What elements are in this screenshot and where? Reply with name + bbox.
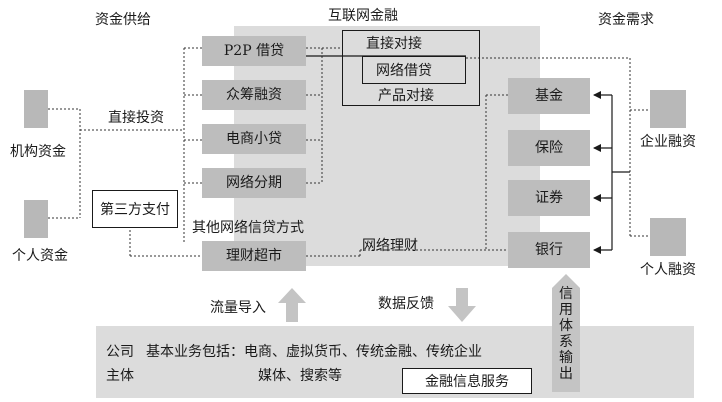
insurance-label: 保险 (535, 140, 563, 156)
securities-label: 证券 (535, 190, 563, 206)
feedback-down-arrow (448, 288, 476, 322)
business-line-1: 基本业务包括：电商、虚拟货币、传统金融、传统企业 (146, 344, 482, 360)
fund-box: 基金 (508, 78, 590, 114)
insurance-box: 保险 (508, 130, 590, 166)
data-feedback-label: 数据反馈 (378, 296, 434, 312)
third-party-payment-label: 第三方支付 (100, 202, 170, 218)
direct-investment-label: 直接投资 (108, 110, 164, 126)
product-connect-label: 产品对接 (378, 88, 434, 104)
info-service-label: 金融信息服务 (425, 374, 509, 390)
direct-connect-label: 直接对接 (366, 36, 422, 52)
wealth-market-box: 理财超市 (202, 241, 306, 271)
demand-header: 资金需求 (598, 12, 654, 28)
subject-label: 主体 (106, 368, 134, 384)
credit-output-label: 信用体系输出 (559, 286, 573, 382)
business-line-2: 媒体、搜索等 (258, 368, 342, 384)
ecommerce-loan-label: 电商小贷 (226, 131, 282, 147)
personal-financing-square (650, 218, 686, 256)
online-lending-inner-box (362, 56, 466, 84)
online-lending-label: 网络借贷 (376, 63, 432, 79)
direct-connect-outer-box (342, 30, 480, 106)
installment-box: 网络分期 (202, 168, 306, 198)
supply-header: 资金供给 (95, 12, 151, 28)
institution-fund-square (24, 90, 48, 128)
fund-label: 基金 (535, 88, 563, 104)
personal-fund-square (24, 200, 48, 238)
securities-box: 证券 (508, 180, 590, 216)
info-service-box: 金融信息服务 (402, 368, 532, 394)
enterprise-financing-square (650, 90, 686, 128)
bank-box: 银行 (508, 232, 590, 268)
traffic-up-arrow (278, 288, 306, 322)
p2p-label: P2P 借贷 (223, 43, 285, 59)
wealth-market-label: 理财超市 (226, 248, 282, 264)
bank-label: 银行 (535, 242, 563, 258)
installment-label: 网络分期 (226, 175, 282, 191)
crowdfunding-box: 众筹融资 (202, 80, 306, 110)
company-label: 公司 (106, 344, 134, 360)
enterprise-financing-label: 企业融资 (640, 134, 696, 150)
third-party-payment-box: 第三方支付 (92, 190, 178, 228)
personal-fund-label: 个人资金 (12, 248, 68, 264)
bottom-company-region (96, 326, 694, 398)
platform-header: 互联网金融 (328, 8, 398, 24)
other-lending-label: 其他网络信贷方式 (192, 220, 304, 236)
personal-financing-label: 个人融资 (640, 262, 696, 278)
crowdfunding-label: 众筹融资 (226, 87, 282, 103)
p2p-box: P2P 借贷 (202, 36, 306, 66)
online-wealth-label: 网络理财 (362, 238, 418, 254)
ecommerce-loan-box: 电商小贷 (202, 124, 306, 154)
credit-output-arrow (552, 274, 580, 392)
traffic-in-label: 流量导入 (210, 300, 266, 316)
institution-fund-label: 机构资金 (10, 144, 66, 160)
